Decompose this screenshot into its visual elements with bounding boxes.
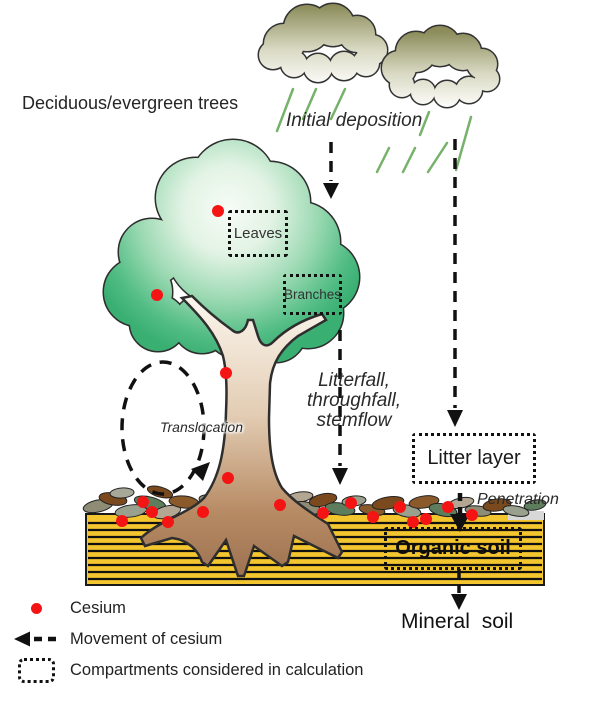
translocation-cycle-arrow [120,360,210,496]
rain-lines [275,87,473,174]
throughfall-arrow [332,330,348,485]
legend-cesium-label: Cesium [70,598,126,617]
legend-item-movement: Movement of cesium [10,625,222,653]
leaves-compartment-box: Leaves [228,210,288,257]
litter-layer-compartment-box: Litter layer [412,433,536,484]
rain-cloud-right-icon [380,24,501,109]
organic-soil-label: Organic soil [395,537,511,559]
organic-soil-compartment-box: Organic soil [384,527,522,570]
branches-compartment-box: Branches [283,274,342,315]
legend-item-cesium: Cesium [10,594,126,622]
legend-compartments-label: Compartments considered in calculation [70,660,364,679]
litterfall-line-1: Litterfall, [318,370,390,391]
penetration-arrow [450,493,470,532]
rain-cloud-left-icon [257,2,389,84]
mineral-soil-label: Mineral soil [401,610,514,633]
litterfall-line-3: stemflow [316,410,392,431]
initial-deposition-label: Initial deposition [286,110,423,131]
movement-arrow-icon [10,631,62,647]
cesium-dots [116,205,478,528]
translocation-label: Translocation [160,419,244,435]
deposition-arrow-long [447,139,463,427]
branches-label: Branches [283,287,342,302]
tree-type-label: Deciduous/evergreen trees [22,93,239,113]
leaves-label: Leaves [233,225,283,242]
deposition-arrow [323,142,339,199]
litter-leaves [82,485,547,520]
legend-movement-label: Movement of cesium [70,629,223,648]
cesium-dot-icon [10,602,62,614]
penetration-label: Penetration [477,491,559,508]
mineral-soil-arrow [451,569,467,610]
litter-layer-label: Litter layer [427,447,521,469]
litterfall-line-2: throughfall, [306,390,401,411]
legend-item-compartments: Compartments considered in calculation [10,656,363,684]
tree-trunk [139,294,344,578]
compartment-box-icon [10,657,62,683]
litterfall-label: Litterfall, throughfall, stemflow [295,371,413,431]
